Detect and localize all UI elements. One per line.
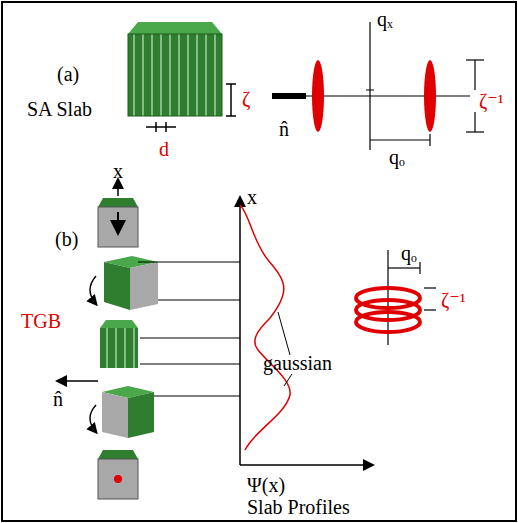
axis-label: Ψ(x) xyxy=(246,474,286,496)
rotation-arrows xyxy=(90,276,96,432)
director-arrow xyxy=(58,380,98,382)
spacing-label: d xyxy=(158,138,170,160)
q-brackets xyxy=(370,60,484,146)
curve-label: gaussian xyxy=(262,352,333,374)
profile-axes xyxy=(240,198,372,465)
axis-label: Slab Profiles xyxy=(246,496,351,518)
x-axis-arrow xyxy=(117,180,119,196)
panel-label: (b) xyxy=(54,228,79,250)
leader-lines xyxy=(278,312,292,386)
structure-name: SA Slab xyxy=(26,98,93,120)
ring-brackets xyxy=(388,262,436,310)
reciprocal-axes xyxy=(272,22,470,150)
director-label: n̂ xyxy=(278,118,290,140)
wavevector-label: qₒ xyxy=(388,146,406,168)
bragg-rings xyxy=(356,250,420,345)
axis-label: x xyxy=(112,160,124,182)
panel-label: (a) xyxy=(56,63,80,85)
axis-label: x xyxy=(246,186,258,208)
axis-label: qₓ xyxy=(376,8,394,30)
phase-name: TGB xyxy=(20,310,62,332)
wavevector-label: qₒ xyxy=(400,242,418,264)
tgb-blocks xyxy=(98,198,158,499)
sa-slab xyxy=(128,22,222,116)
gaussian-profile xyxy=(240,205,290,450)
director-label: n̂ xyxy=(52,388,64,410)
width-label: ζ⁻¹ xyxy=(440,289,467,311)
bragg-peaks xyxy=(312,60,436,132)
thickness-bracket xyxy=(226,84,236,116)
thickness-label: ζ xyxy=(241,88,251,110)
spacing-bracket xyxy=(146,122,176,132)
width-label: ζ⁻¹ xyxy=(478,90,505,112)
guide-lines xyxy=(138,262,240,396)
